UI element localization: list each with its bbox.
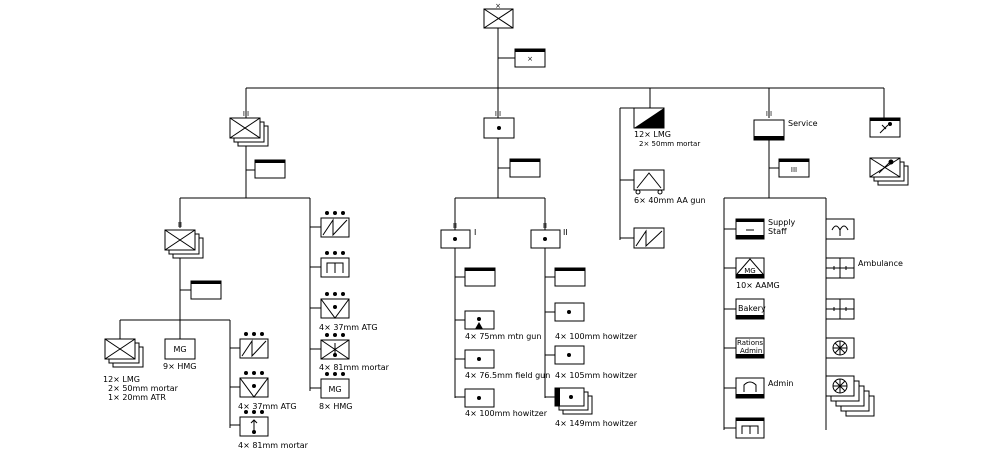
bakery-label: Bakery <box>738 304 766 313</box>
ambulance-unit: Ambulance <box>825 257 903 279</box>
field-gun-label: 4× 76.5mm field gun <box>465 371 550 380</box>
howitzer-105: 4× 105mm howitzer <box>554 345 638 380</box>
antitank-unit-right <box>633 227 665 249</box>
field-hospitals-stack <box>825 375 875 417</box>
engineer-companies <box>869 157 909 186</box>
staff-marker: × <box>527 55 533 63</box>
field-hospital-unit <box>825 337 855 359</box>
supply-staff-unit: Supply Staff <box>735 218 796 240</box>
regiment-staff <box>254 159 286 179</box>
arty-echelon: III <box>495 110 501 118</box>
supply-staff-line-2: Staff <box>768 227 787 236</box>
howitzer-149-label: 4× 149mm howitzer <box>555 419 638 428</box>
howitzer-105-label: 4× 105mm howitzer <box>555 371 638 380</box>
service-staff-marker: III <box>791 166 797 174</box>
bn-atg-label: 4× 37mm ATG <box>238 402 297 411</box>
service-label: Service <box>788 119 818 128</box>
aa-guns-label: 6× 40mm AA gun <box>634 196 706 205</box>
recon-line-1: 12× LMG <box>634 130 671 139</box>
bn-antitank-platoon <box>239 332 269 359</box>
battalion-echelon: II <box>178 221 182 229</box>
veterinary-unit <box>825 218 855 240</box>
battalion-staff <box>190 280 222 300</box>
arty-bn-2-echelon: II <box>543 222 547 230</box>
inf-company-line-1: 12× LMG <box>103 375 140 384</box>
howitzer-149: 4× 149mm howitzer <box>554 387 638 428</box>
regt-hmg-unit: MG 8× HMG <box>319 372 352 411</box>
inf-company-line-3: 1× 20mm ATR <box>108 393 166 402</box>
admin-unit: Admin <box>735 377 794 399</box>
ambulance-label: Ambulance <box>858 259 903 268</box>
arty-bn-1-echelon: II <box>453 222 457 230</box>
supply-staff-line-1: Supply <box>768 218 796 227</box>
bn-mortar-unit: 4× 81mm mortar <box>238 410 309 450</box>
artillery-regiment: III <box>483 110 515 139</box>
aamg-label: 10× AAMG <box>736 281 780 290</box>
inf-company-line-2: 2× 50mm mortar <box>108 384 179 393</box>
rations-admin-unit: Rations Admin <box>735 337 765 359</box>
regiment-echelon: III <box>243 110 249 118</box>
engineer-hq <box>869 117 901 138</box>
field-gun-battery: 4× 76.5mm field gun <box>464 349 550 380</box>
service-echelon: III <box>766 110 772 118</box>
medical-unit <box>825 298 855 320</box>
hmg-company: MG 9× HMG <box>163 338 196 371</box>
arty-bn-2-label: II <box>563 228 568 237</box>
artillery-staff <box>509 158 541 178</box>
hmg-company-label: 9× HMG <box>163 362 196 371</box>
regt-antitank-unit <box>320 211 350 238</box>
division-staff: × <box>514 48 546 68</box>
artillery-bn-1: II I <box>440 222 476 249</box>
echelon-marker: × <box>495 2 501 10</box>
arty-bn-2-staff <box>554 267 586 287</box>
howitzer-100-a: 4× 100mm howitzer <box>464 388 548 418</box>
howitzer-100-b-label: 4× 100mm howitzer <box>555 332 638 341</box>
arty-bn-1-staff <box>464 267 496 287</box>
artillery-bn-2: II II <box>530 222 568 249</box>
transport-unit <box>735 417 765 439</box>
regt-mortar-label: 4× 81mm mortar <box>319 363 390 372</box>
service-staff: III <box>778 158 810 178</box>
regt-mortar-unit: 4× 81mm mortar <box>319 333 390 372</box>
mg-symbol: MG <box>744 267 755 275</box>
aamg-unit: MG 10× AAMG <box>735 257 780 290</box>
arty-bn-1-label: I <box>474 228 476 237</box>
regt-atg-unit: 4× 37mm ATG <box>319 292 378 332</box>
rations-line-1: Rations <box>737 339 763 347</box>
regt-atg-label: 4× 37mm ATG <box>319 323 378 332</box>
howitzer-100-a-label: 4× 100mm howitzer <box>465 409 548 418</box>
infantry-regiment: III <box>229 110 269 147</box>
regt-engineer-unit <box>320 251 350 278</box>
bakery-unit: Bakery <box>735 298 766 320</box>
infantry-battalion: II <box>164 221 204 259</box>
mtn-gun-battery: 4× 75mm mtn gun <box>464 310 541 341</box>
admin-label: Admin <box>768 379 794 388</box>
division-hq: × <box>483 2 514 29</box>
recon-unit: 12× LMG 2× 50mm mortar <box>633 102 700 148</box>
bn-atg-unit: 4× 37mm ATG <box>238 371 297 411</box>
mg-symbol: MG <box>173 345 186 354</box>
howitzer-100-b: 4× 100mm howitzer <box>554 302 638 341</box>
aa-unit: 6× 40mm AA gun <box>633 169 706 205</box>
mtn-gun-label: 4× 75mm mtn gun <box>465 332 541 341</box>
regt-hmg-label: 8× HMG <box>319 402 352 411</box>
bn-mortar-label: 4× 81mm mortar <box>238 441 309 450</box>
service-regiment: III Service <box>753 110 818 141</box>
rations-line-2: Admin <box>740 347 762 355</box>
recon-line-2: 2× 50mm mortar <box>639 140 700 148</box>
mg-symbol: MG <box>328 385 341 394</box>
infantry-companies: 12× LMG 2× 50mm mortar 1× 20mm ATR <box>103 338 179 402</box>
